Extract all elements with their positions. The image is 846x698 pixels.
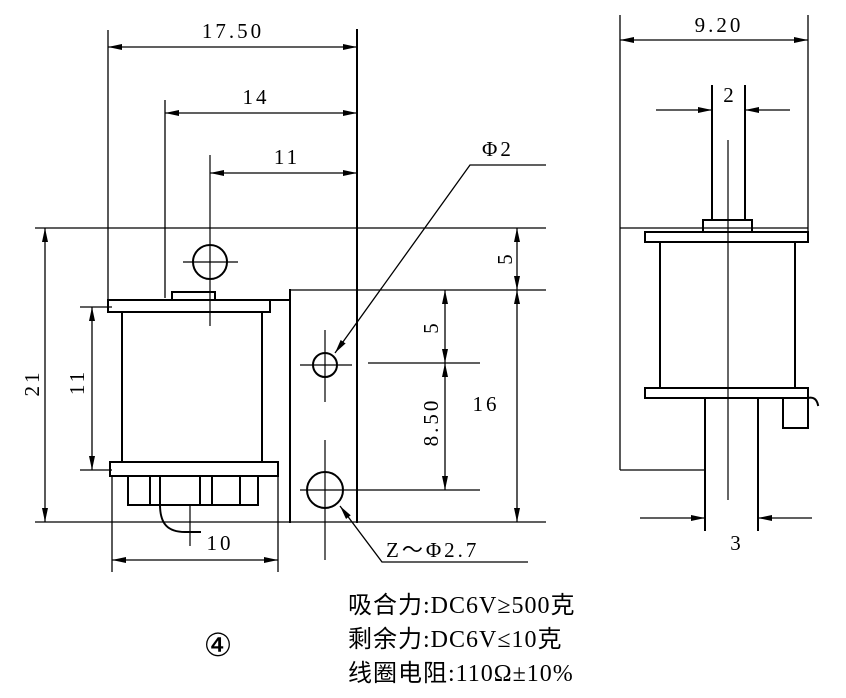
coil-bottom-plate: [109, 461, 279, 477]
base-foot: [127, 475, 259, 506]
spec-coil-resistance: 线圈电阻:110Ω±10%: [348, 660, 574, 687]
upper-hole: [183, 244, 238, 280]
side-bracket-tab: [782, 396, 820, 429]
side-view-labels: 9.20 2 3: [695, 13, 744, 555]
coil-body: [107, 299, 279, 533]
label-coil-height: 11: [65, 369, 89, 395]
dimension-lines: [42, 44, 520, 563]
armature-tip: [171, 291, 216, 301]
side-coil-body: [644, 231, 820, 429]
spec-residual-force: 剩余力:DC6V≤10克: [348, 626, 563, 653]
label-total-width: 17.50: [202, 19, 264, 43]
label-top-gap: 5: [493, 251, 517, 265]
large-hole-leader: [339, 505, 528, 563]
side-top-plate: [644, 231, 809, 243]
label-hole-spacing: 8.50: [419, 398, 443, 447]
label-hole-spacing-top: 5: [419, 320, 443, 334]
label-hole-offset: 11: [274, 145, 300, 169]
label-frame-height: 16: [473, 392, 500, 416]
extension-lines: [35, 29, 546, 572]
side-plunger-bottom: [704, 397, 759, 531]
small-hole-leader: [334, 164, 546, 354]
label-small-hole: Φ2: [482, 137, 514, 161]
frame-bracket: [171, 289, 291, 523]
small-hole: [300, 330, 352, 402]
label-frame-width: 14: [243, 85, 270, 109]
notes: ④ 吸合力:DC6V≥500克 剩余力:DC6V≤10克 线圈电阻:110Ω±1…: [204, 592, 576, 687]
label-shaft-bottom: 3: [730, 531, 744, 555]
side-extension-lines: [619, 15, 809, 500]
base-rounded-bottom: [158, 503, 201, 533]
label-overall-height: 21: [20, 370, 44, 397]
front-view: 17.50 14 11 Φ2 5 5 8.50 16 21 11 10 Z～Φ2…: [20, 19, 546, 572]
leaders: [334, 164, 546, 563]
label-shaft-top: 2: [723, 83, 737, 107]
front-view-labels: 17.50 14 11 Φ2 5 5 8.50 16 21 11 10 Z～Φ2…: [20, 19, 517, 562]
large-hole: [306, 440, 344, 560]
side-bottom-plate: [644, 387, 809, 399]
side-view: 9.20 2 3: [619, 13, 820, 555]
coil-top-plate: [107, 299, 271, 313]
label-base-width: 10: [207, 531, 234, 555]
label-side-width: 9.20: [695, 13, 744, 37]
label-large-hole: Z～Φ2.7: [386, 538, 479, 562]
spec-pull-force: 吸合力:DC6V≥500克: [348, 592, 576, 619]
side-dimension-lines: [620, 37, 812, 521]
figure-number: ④: [204, 626, 233, 664]
